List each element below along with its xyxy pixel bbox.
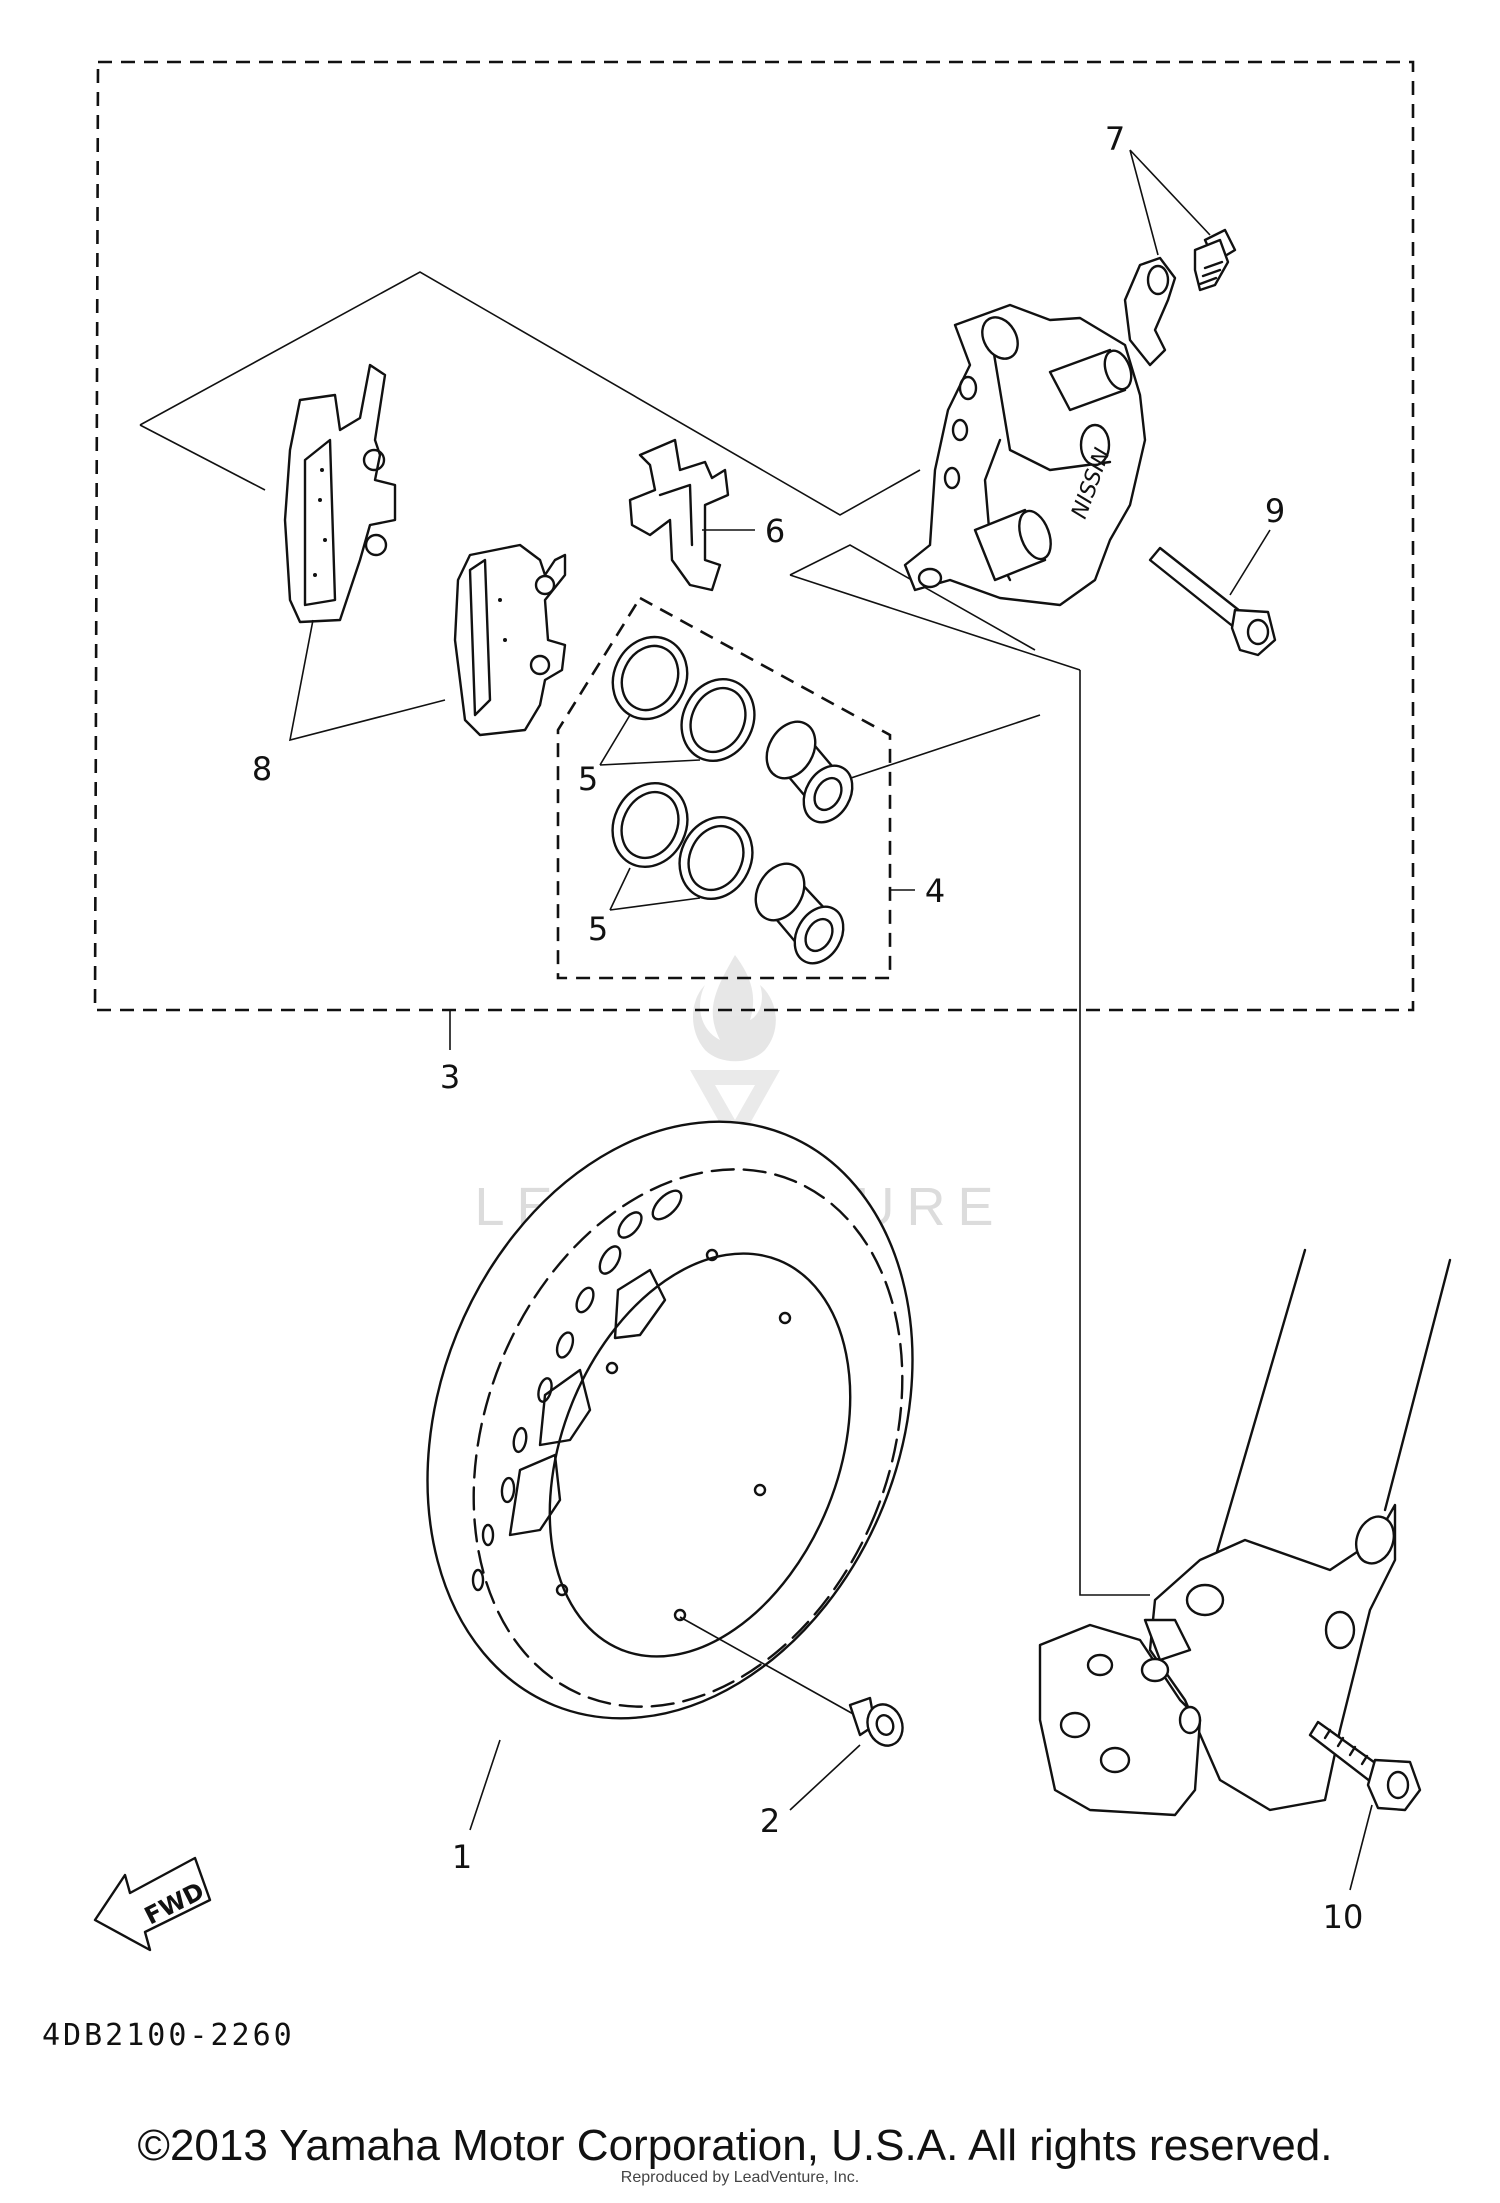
disc-bolt [848,1696,904,1747]
callout-6: 6 [765,512,785,550]
brake-pad-rear [283,363,397,624]
bleed-screw-cap [1123,256,1177,367]
pad-spring [628,438,730,592]
callout-7: 7 [1105,120,1125,158]
caliper-mounting-bolt [1308,1720,1422,1812]
callout-8-leader [288,619,446,742]
watermark-flame-icon [692,955,776,1062]
callout-2: 2 [760,1802,780,1840]
bleed-screw [1193,228,1237,292]
caliper-piston-2 [754,862,845,965]
callout-10-leader [1349,1804,1373,1891]
disc-bolt-holes [555,1248,792,1622]
caliper-piston-1 [765,720,854,824]
callout-1: 1 [452,1838,472,1876]
piston-seal-1 [611,635,689,721]
callout-10: 10 [1323,1898,1364,1936]
callout-5b-leader [609,867,701,911]
brake-pad-front [453,543,567,737]
callout-8: 8 [252,750,272,788]
callout-3: 3 [440,1058,460,1096]
callout-5b: 5 [588,910,608,948]
seal-kit-boundary [556,596,892,980]
reproduction-notice: Reproduced by LeadVenture, Inc. [621,2169,859,2186]
callout-1-leader [469,1739,501,1831]
caliper-assembly-boundary [93,60,1415,1012]
callout-9: 9 [1265,492,1285,530]
callout-4: 4 [925,872,945,910]
forward-direction-arrow: FWD [93,1856,212,1952]
copyright-notice: ©2013 Yamaha Motor Corporation, U.S.A. A… [138,2121,1333,2170]
callout-9-leader [1229,529,1271,596]
piston-seal-2 [680,677,756,763]
caliper-pin-bolt [1148,546,1277,657]
piston-seal-4 [678,815,754,901]
callout-7-leader [1129,149,1211,256]
disc-bolt-axis [679,1616,856,1716]
caliper-leader-diamond [789,544,1081,671]
disc-vent-holes [471,1189,683,1592]
pad-leader-left [139,424,266,491]
pad-leader-diamond [139,271,921,516]
diagram-code: 4DB2100-2260 [42,2018,295,2053]
front-fork [1038,1248,1452,1817]
piston-seal-3 [611,781,689,869]
piston-leader [829,714,1041,786]
watermark-v-icon [690,1070,780,1150]
callout-5a-leader [599,714,701,766]
brake-disc [426,1120,914,1720]
caliper-mount-leader [1079,670,1150,1596]
brake-caliper: NISSIN [903,303,1147,607]
callout-2-leader [789,1744,861,1811]
callout-5a: 5 [578,760,598,798]
